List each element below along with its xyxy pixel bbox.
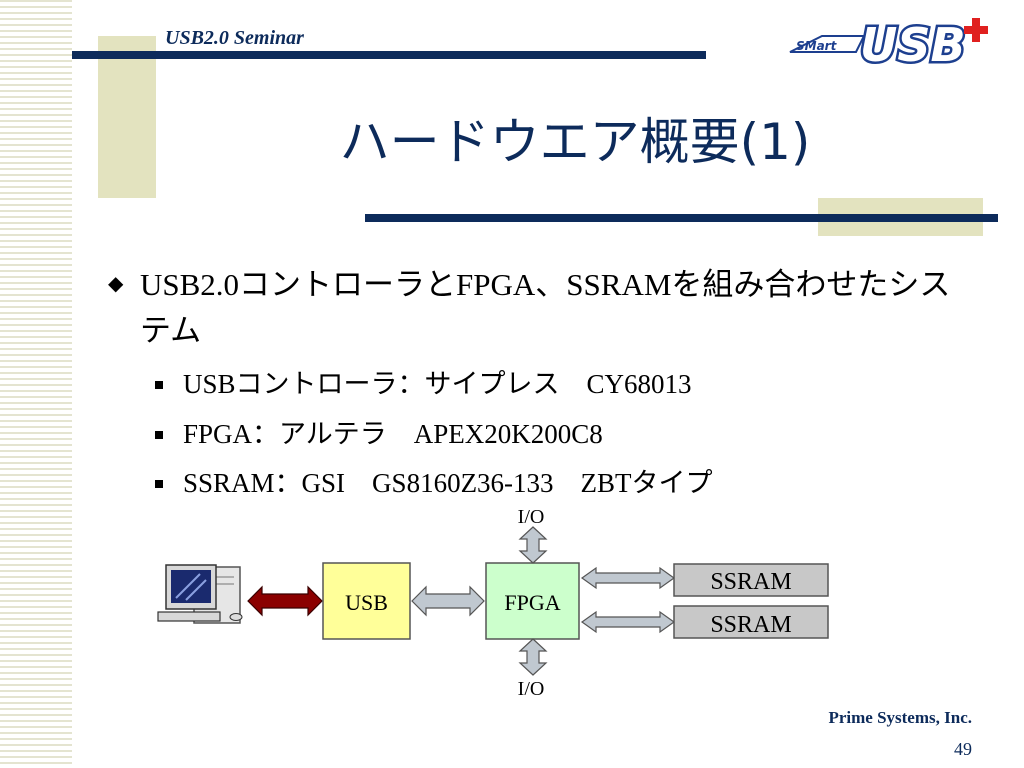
square-bullet-icon [155, 380, 163, 389]
fpga-block [485, 562, 580, 640]
usb-block-label: USB [345, 590, 388, 615]
sub-bullet-text: FPGA：アルテラ APEX20K200C8 [183, 419, 603, 449]
sub-bullet-text: SSRAM：GSI GS8160Z36-133 ZBTタイプ [183, 468, 713, 498]
square-bullet-icon [155, 430, 163, 439]
page-number: 49 [954, 739, 972, 759]
usb-block [322, 562, 411, 640]
company-name: Prime Systems, Inc. [828, 708, 972, 727]
host-usb-arrow [247, 585, 323, 617]
square-bullet-icon [155, 479, 163, 488]
diamond-bullet-icon: ◆ [108, 273, 124, 295]
usb-fpga-arrow [411, 585, 485, 617]
main-bullet: ◆ USB2.0コントローラとFPGA、SSRAMを組み合わせたシステム [108, 262, 968, 354]
usb-logo: SMart USB [789, 16, 988, 70]
fpga-block-label: FPGA [504, 590, 560, 615]
page-title: ハードウエア概要(1) [339, 113, 811, 171]
left-stripe-decoration [0, 0, 72, 768]
io-top-label: I/O [518, 506, 545, 528]
io-bottom-label: I/O [518, 678, 545, 700]
fpga-ssram2-arrow [580, 610, 676, 634]
computer-icon [157, 564, 243, 624]
ssram-block-2-label: SSRAM [710, 612, 791, 638]
ssram-block-1 [673, 563, 829, 597]
seminar-label: USB2.0 Seminar [165, 27, 304, 49]
header-rule [72, 51, 706, 59]
main-bullet-text: USB2.0コントローラとFPGA、SSRAMを組み合わせたシステム [140, 267, 951, 348]
sub-bullet: FPGA：アルテラ APEX20K200C8 [155, 412, 603, 451]
tan-accent-block [98, 36, 156, 198]
io-top-arrow [518, 526, 548, 564]
sub-bullet: SSRAM：GSI GS8160Z36-133 ZBTタイプ [155, 461, 713, 500]
title-rule [365, 214, 998, 222]
sub-bullet: USBコントローラ：サイプレス CY68013 [155, 362, 692, 401]
ssram-block-2 [673, 605, 829, 639]
svg-text:SMart: SMart [796, 39, 838, 53]
ssram-block-1-label: SSRAM [710, 569, 791, 595]
io-bottom-arrow [518, 638, 548, 676]
sub-bullet-text: USBコントローラ：サイプレス CY68013 [183, 369, 692, 399]
fpga-ssram1-arrow [580, 566, 676, 590]
svg-text:USB: USB [860, 18, 966, 70]
